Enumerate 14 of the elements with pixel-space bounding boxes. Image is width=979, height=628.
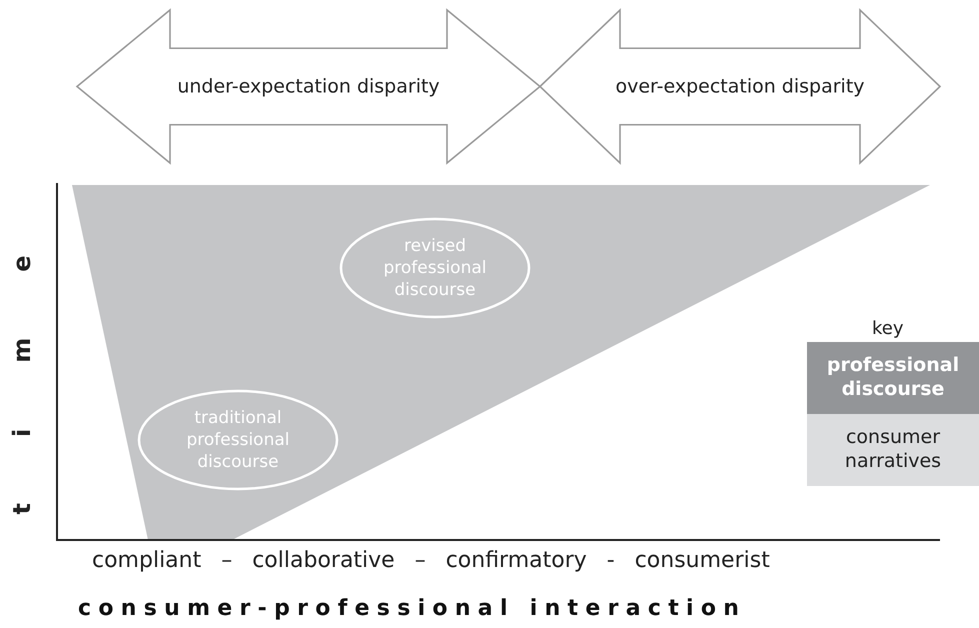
legend-text: consumer narratives [844,426,942,474]
arrow-label: under-expectation disparity [176,74,441,99]
ellipse-outline [138,390,338,490]
axis-title: consumer-professional interaction [78,596,748,621]
legend-title: key [872,318,904,339]
ellipse-label: revised professional discourse [382,234,488,302]
ellipse-label: traditional professional discourse [185,406,290,474]
arrow-label: over-expectation disparity [614,74,866,99]
double-arrow-shape [540,10,940,163]
double-arrow-shape [77,10,540,163]
ellipse-outline [340,218,530,318]
axis-categories: compliant – collaborative – confirmatory - consumerist [92,548,771,573]
legend-text: professional discourse [826,354,960,402]
axis-title: time [10,190,34,516]
